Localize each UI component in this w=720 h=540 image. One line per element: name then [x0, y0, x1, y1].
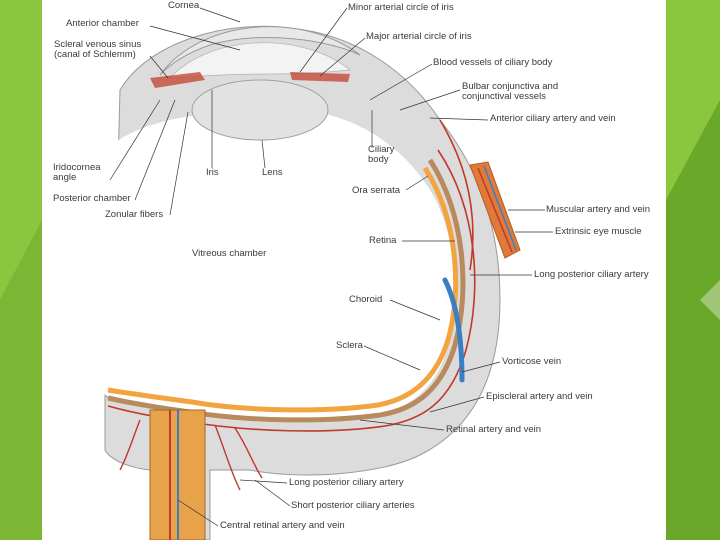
leader-vorticose [461, 361, 501, 373]
leader-episcleral [429, 396, 485, 413]
right-green-arrow [700, 280, 720, 320]
leader-anterior-chamber [149, 25, 241, 51]
retina-band [107, 166, 459, 413]
label-episcleral: Episcleral artery and vein [486, 391, 593, 402]
label-retina: Retina [369, 235, 397, 246]
label-retinal-artery: Retinal artery and vein [446, 424, 542, 435]
label-sclera: Sclera [336, 340, 363, 351]
long-posterior-ciliary-vessel [439, 119, 474, 271]
right-green-accent-shade [666, 100, 720, 540]
leader-short-posterior-ciliary [254, 479, 291, 507]
label-major-arterial-circle: Major arterial circle of iris [366, 31, 472, 42]
label-zonular-fibers: Zonular fibers [105, 209, 164, 220]
label-long-posterior-ciliary: Long posterior ciliary artery [534, 269, 649, 280]
leader-ora-serrata [405, 175, 429, 191]
leader-bulbar [399, 89, 461, 111]
cornea-shape [159, 26, 361, 76]
muscular-vein [483, 165, 517, 251]
label-minor-arterial-circle: Minor arterial circle of iris [348, 2, 454, 13]
label-vitreous-chamber: Vitreous chamber [192, 248, 267, 259]
left-green-accent-shade [0, 220, 42, 540]
leader-scleral-sinus [149, 55, 169, 79]
leader-cornea [199, 7, 241, 23]
leader-zonular [169, 111, 189, 216]
label-short-posterior-ciliary: Short posterior ciliary arteries [291, 500, 415, 511]
leader-choroid [389, 299, 441, 321]
leader-ciliary-vessels [369, 63, 433, 101]
label-blood-vessels-ciliary: Blood vessels of ciliary body [433, 57, 553, 68]
leader-lines [109, 7, 553, 527]
leader-sclera [363, 345, 421, 371]
short-posterior-ciliary-artery [119, 419, 141, 471]
leader-anterior-ciliary [429, 117, 489, 121]
label-vorticose-vein: Vorticose vein [502, 356, 562, 367]
muscular-artery [477, 167, 513, 253]
label-choroid: Choroid [349, 294, 383, 305]
label-iridocorneal-angle: Iridocornea angle [53, 162, 101, 184]
short-posterior-ciliary-artery [234, 427, 263, 479]
leader-long-posterior-ciliary-2 [239, 479, 288, 484]
leader-minor-arterial [299, 7, 348, 73]
leader-iridocorneal [109, 99, 161, 181]
label-anterior-chamber: Anterior chamber [66, 18, 139, 29]
label-muscular-artery: Muscular artery and vein [546, 204, 651, 215]
label-bulbar-conjunctiva: Bulbar conjunctiva and conjunctival vess… [462, 81, 559, 103]
label-cornea: Cornea [168, 0, 200, 11]
iris-right [290, 72, 350, 82]
anterior-chamber-shape [169, 42, 351, 79]
label-ciliary-body: Ciliary body [368, 144, 395, 166]
label-lens: Lens [262, 167, 283, 178]
label-scleral-venous-sinus: Scleral venous sinus (canal of Schlemm) [54, 39, 142, 61]
iris-left [150, 72, 205, 88]
vorticose-vein [442, 277, 465, 383]
leader-posterior-chamber [134, 99, 176, 201]
label-anterior-ciliary: Anterior ciliary artery and vein [490, 113, 616, 124]
label-extrinsic-eye-muscle: Extrinsic eye muscle [555, 226, 642, 237]
leader-major-arterial [319, 37, 366, 77]
label-long-posterior-ciliary-2: Long posterior ciliary artery [289, 477, 404, 488]
lens-shape [191, 79, 329, 141]
short-posterior-ciliary-artery [214, 424, 241, 491]
label-iris: Iris [206, 167, 219, 178]
leader-retinal-artery [359, 419, 445, 431]
vitreous-chamber-shape [105, 110, 455, 423]
label-central-retinal: Central retinal artery and vein [220, 520, 345, 531]
label-ora-serrata: Ora serrata [352, 185, 401, 196]
label-posterior-chamber: Posterior chamber [53, 193, 131, 204]
leader-lens [261, 139, 266, 169]
leader-central-retinal [177, 499, 219, 527]
